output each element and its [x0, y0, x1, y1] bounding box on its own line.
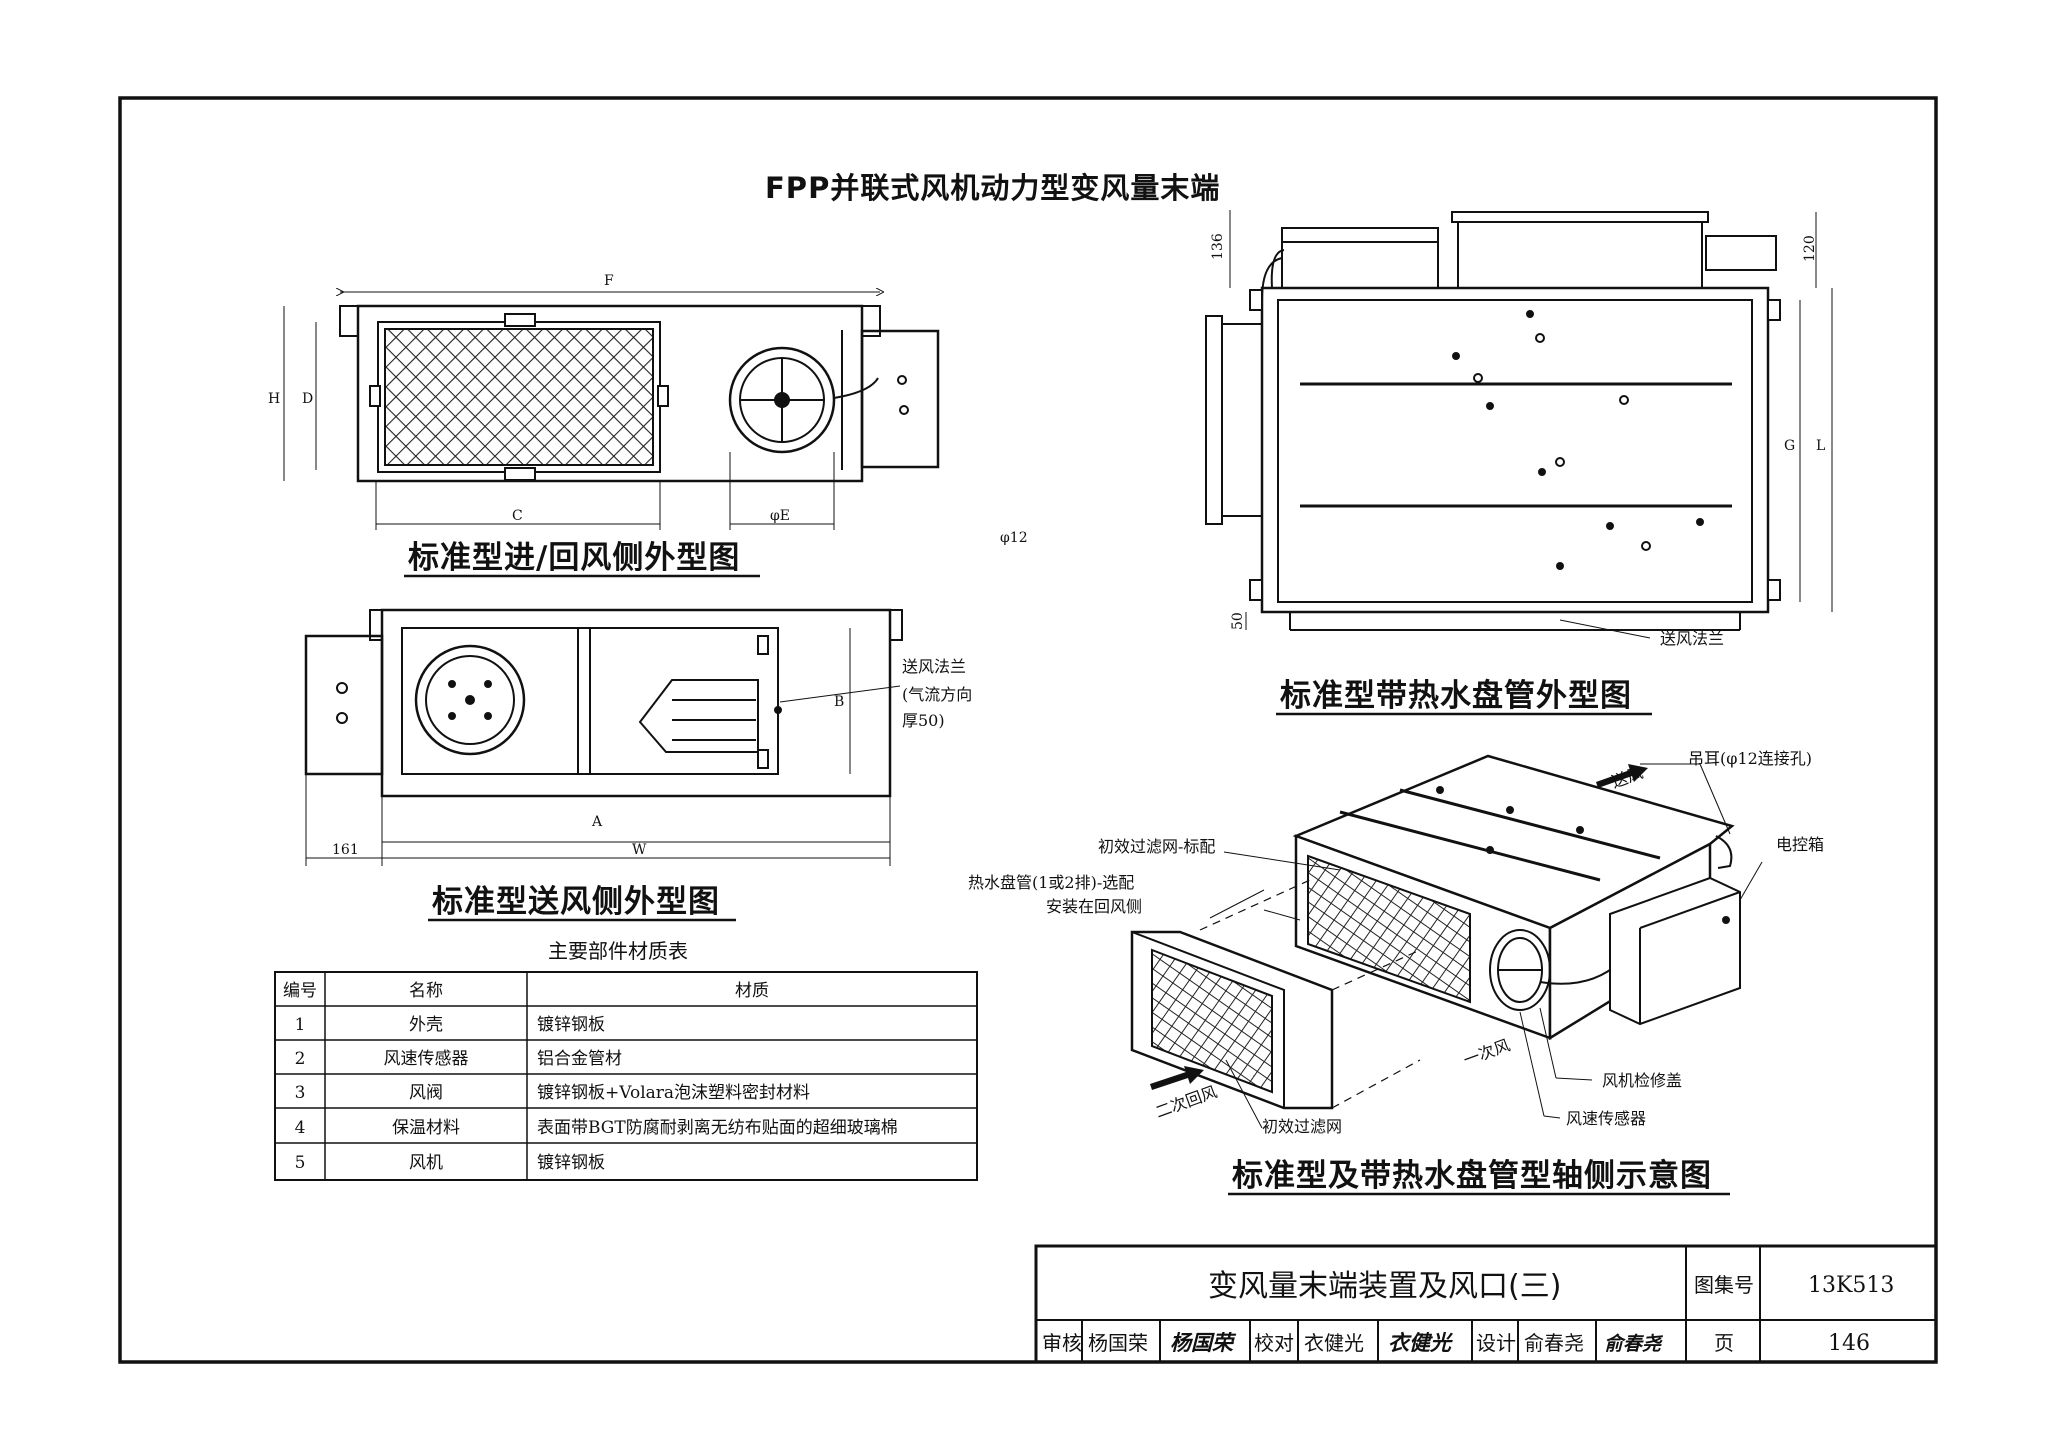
reviewer-signature: 杨国荣	[1170, 1330, 1237, 1355]
drawing-title: 变风量末端装置及风口(三)	[1208, 1269, 1561, 1304]
coil-view	[1205, 210, 1833, 639]
label-speed-sensor: 风速传感器	[1566, 1109, 1646, 1128]
dim-G: G	[1784, 438, 1795, 454]
table-cell: 保温材料	[392, 1118, 460, 1138]
atlas-number: 13K513	[1808, 1273, 1894, 1298]
table-cell: 镀锌钢板	[537, 1153, 605, 1173]
label-primary-filter-std: 初效过滤网-标配	[1098, 837, 1215, 856]
designer-name: 俞春尧	[1524, 1331, 1584, 1355]
caption-inlet-view: 标准型进/回风侧外型图	[408, 540, 740, 576]
label-flange-note-1: (气流方向	[902, 685, 972, 704]
label-supply-flange-coil: 送风法兰	[1660, 629, 1724, 648]
drawing-frame	[118, 96, 1938, 1364]
dim-phiE: φE	[770, 508, 790, 524]
title-block	[1034, 1244, 1938, 1364]
checker-signature: 衣健光	[1388, 1330, 1454, 1355]
table-cell: 2	[295, 1049, 306, 1069]
table-cell: 风速传感器	[384, 1049, 469, 1069]
table-header-cell: 编号	[283, 981, 317, 1001]
dim-120: 120	[1802, 235, 1818, 262]
check-label: 校对	[1254, 1331, 1294, 1355]
dim-161: 161	[332, 842, 359, 858]
caption-coil-view: 标准型带热水盘管外型图	[1280, 678, 1632, 714]
label-hot-water-coil-1: 热水盘管(1或2排)-选配	[968, 873, 1134, 892]
reviewer-name: 杨国荣	[1088, 1331, 1148, 1355]
dim-C: C	[512, 508, 523, 524]
atlas-label: 图集号	[1694, 1273, 1754, 1297]
label-secondary-return: 二次回风	[1153, 1082, 1220, 1122]
review-label: 审核	[1042, 1331, 1082, 1355]
inlet-side-view	[283, 292, 940, 530]
main-title: FPP并联式风机动力型变风量末端	[765, 171, 1220, 205]
page-number: 146	[1828, 1331, 1870, 1356]
table-cell: 表面带BGT防腐耐剥离无纺布贴面的超细玻璃棉	[537, 1118, 898, 1138]
axonometric-view	[1130, 754, 1763, 1129]
dim-W: W	[632, 842, 647, 858]
label-fan-access: 风机检修盖	[1602, 1071, 1682, 1090]
label-hot-water-coil-2: 安装在回风侧	[1046, 897, 1142, 916]
table-header-cell: 材质	[735, 981, 769, 1001]
table-cell: 风阀	[409, 1083, 443, 1103]
dim-136: 136	[1210, 233, 1226, 260]
materials-table-title: 主要部件材质表	[548, 939, 688, 963]
dim-A: A	[591, 814, 603, 830]
design-label: 设计	[1476, 1331, 1516, 1355]
dim-50: 50	[1230, 612, 1246, 630]
table-cell: 外壳	[409, 1015, 443, 1035]
table-cell: 1	[295, 1015, 306, 1035]
table-cell: 3	[295, 1083, 306, 1103]
label-primary-air: 一次风	[1461, 1035, 1513, 1069]
label-control-box: 电控箱	[1776, 835, 1824, 854]
page-label: 页	[1714, 1331, 1734, 1355]
label-primary-filter: 初效过滤网	[1262, 1117, 1342, 1136]
table-cell: 4	[295, 1118, 306, 1138]
designer-signature: 俞春尧	[1604, 1333, 1663, 1355]
caption-axonometric: 标准型及带热水盘管型轴侧示意图	[1232, 1158, 1712, 1194]
table-cell: 镀锌钢板+Volara泡沫塑料密封材料	[537, 1083, 810, 1103]
caption-supply-view: 标准型送风侧外型图	[432, 884, 720, 920]
table-cell: 5	[295, 1153, 306, 1173]
table-cell: 风机	[409, 1153, 443, 1173]
dim-D: D	[302, 391, 313, 407]
dim-B: B	[834, 694, 844, 710]
checker-name: 衣健光	[1304, 1331, 1364, 1355]
label-supply-flange: 送风法兰	[902, 657, 966, 676]
dim-F: F	[604, 273, 614, 289]
dim-phi12: φ12	[1000, 530, 1028, 546]
table-cell: 镀锌钢板	[537, 1015, 605, 1035]
supply-side-view	[304, 608, 903, 866]
label-hanger: 吊耳(φ12连接孔)	[1688, 749, 1812, 768]
table-header-cell: 名称	[409, 981, 443, 1001]
table-cell: 铝合金管材	[537, 1049, 622, 1069]
label-flange-note-2: 厚50)	[902, 711, 945, 730]
label-supply-air: 送风	[1609, 763, 1646, 792]
materials-table	[274, 971, 978, 1181]
dim-L: L	[1816, 438, 1825, 454]
dim-H: H	[268, 391, 280, 407]
